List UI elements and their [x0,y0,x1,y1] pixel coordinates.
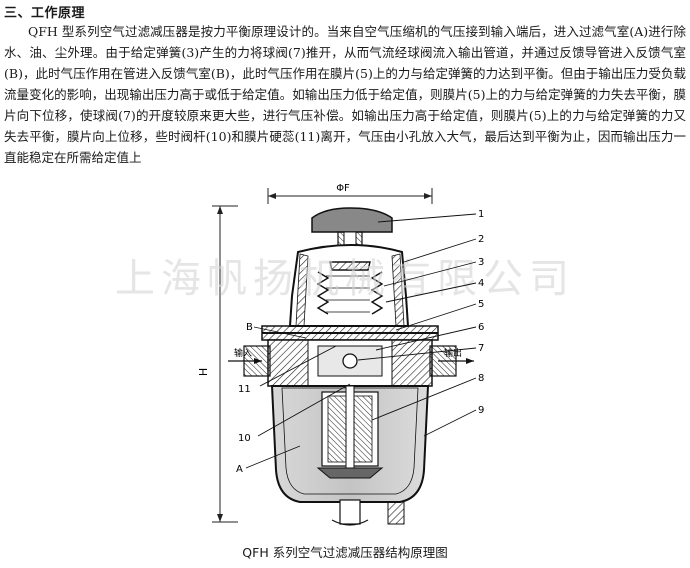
chamber-a-label: A [236,464,243,475]
set-spring [316,261,384,315]
figure-caption: QFH 系列空气过滤减压器结构原理图 [242,545,448,560]
regulator-diagram: ΦF H 输入 [0,168,690,564]
callout-8: 8 [478,373,484,384]
inlet-label: 输入 [234,347,252,359]
callout-4: 4 [478,278,484,289]
dimension-h-label: H [197,368,210,376]
callout-3: 3 [478,257,484,268]
callout-1: 1 [478,209,484,220]
dimension-phi-f: ΦF [267,183,433,204]
outlet-label: 输出 [444,347,462,359]
diagram-svg: ΦF H 输入 [115,183,575,526]
watermark-text: 上海帆扬机械有限公司 [115,256,575,302]
callout-10: 10 [238,433,251,444]
filter-bowl [270,385,430,526]
body-paragraph: QFH 型系列空气过滤减压器是按力平衡原理设计的。当来自空气压缩机的气压接到输入… [4,24,686,165]
callouts-right [357,213,477,437]
dimension-h: H [197,205,238,523]
callouts-left [257,345,351,437]
callout-6: 6 [478,322,484,333]
callout-9: 9 [478,405,484,416]
chamber-b-label: B [246,322,253,333]
callout-11: 11 [238,384,251,395]
callout-7: 7 [478,343,484,354]
dimension-phi-f-label: ΦF [336,183,350,194]
callout-2: 2 [478,234,484,245]
section-heading: 三、工作原理 [4,6,86,21]
inlet-port: 输入 [228,345,271,377]
valve-body [261,325,439,387]
callout-5: 5 [478,299,484,310]
